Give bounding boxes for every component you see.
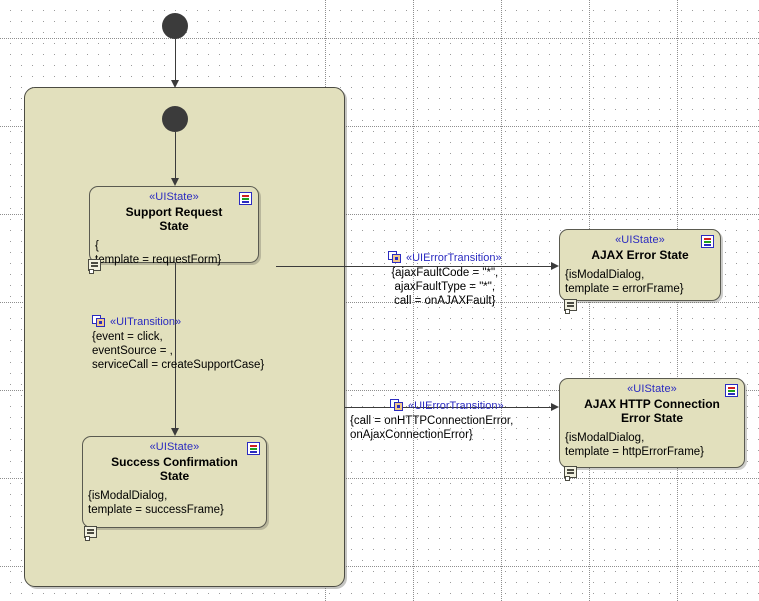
state-name: Support Request State (125, 205, 223, 233)
grid-line-horizontal (0, 38, 759, 40)
stacked-squares-icon (390, 399, 404, 412)
document-icon[interactable] (564, 466, 580, 481)
edge-initial-to-support-request (175, 132, 176, 184)
transition-stereotype: «UIErrorTransition» (408, 399, 504, 412)
document-icon[interactable] (564, 299, 580, 314)
arrowhead-support-request-to-ajax-error (551, 261, 559, 270)
state-stereotype: «UIState» (149, 191, 199, 203)
state-name: AJAX HTTP Connection Error State (584, 397, 720, 425)
stacked-squares-icon (388, 251, 402, 264)
transition-body: {event = click, eventSource = , serviceC… (92, 331, 265, 371)
state-body: { template = requestForm} (95, 240, 222, 266)
arrowhead-support-request-to-success (170, 428, 179, 436)
state-body: {isModalDialog, template = successFrame} (88, 490, 224, 516)
transition-body: {call = onHTTPConnectionError, onAjaxCon… (350, 415, 514, 441)
state-name: AJAX Error State (591, 248, 689, 262)
state-stereotype: «UIState» (149, 441, 200, 453)
state-badge-icon[interactable] (725, 384, 738, 397)
state-support-request[interactable]: «UIState» Support Request State { templa… (89, 186, 259, 266)
state-badge-icon[interactable] (247, 442, 260, 455)
state-ajax-http-connection-error[interactable]: «UIState» AJAX HTTP Connection Error Sta… (559, 378, 745, 468)
state-ajax-error[interactable]: «UIState» AJAX Error State {isModalDialo… (559, 229, 721, 301)
arrowhead-composite-to-http-error (551, 402, 559, 411)
initial-node-inner[interactable] (162, 106, 188, 132)
edge-initial-to-composite (175, 39, 176, 83)
state-body: {isModalDialog, template = errorFrame} (565, 269, 684, 295)
edge-support-request-to-ajax-error (276, 266, 555, 267)
initial-node-outer[interactable] (162, 13, 188, 39)
edge-support-request-to-success (175, 263, 176, 433)
document-icon[interactable] (88, 259, 104, 274)
transition-stereotype: «UITransition» (110, 315, 182, 328)
transition-stereotype: «UIErrorTransition» (406, 251, 502, 264)
transition-label-ui-error-transition-ajax[interactable]: «UIErrorTransition» {ajaxFaultCode = "*"… (388, 251, 502, 308)
document-icon[interactable] (84, 526, 100, 541)
arrowhead-initial-to-composite (170, 80, 179, 88)
state-name: Success Confirmation State (111, 455, 238, 483)
transition-body: {ajaxFaultCode = "*", ajaxFaultType = "*… (391, 267, 499, 307)
state-stereotype: «UIState» (627, 383, 677, 395)
stacked-squares-icon (92, 315, 106, 328)
transition-label-ui-transition[interactable]: «UITransition» {event = click, eventSour… (92, 315, 264, 372)
state-stereotype: «UIState» (615, 234, 665, 246)
state-badge-icon[interactable] (701, 235, 714, 248)
edge-composite-to-http-error (345, 407, 555, 408)
arrowhead-initial-to-support-request (170, 178, 179, 186)
state-badge-icon[interactable] (239, 192, 252, 205)
transition-label-ui-error-transition-http[interactable]: «UIErrorTransition» {call = onHTTPConnec… (350, 399, 513, 442)
state-body: {isModalDialog, template = httpErrorFram… (565, 432, 705, 458)
state-success-confirmation[interactable]: «UIState» Success Confirmation State {is… (82, 436, 267, 528)
